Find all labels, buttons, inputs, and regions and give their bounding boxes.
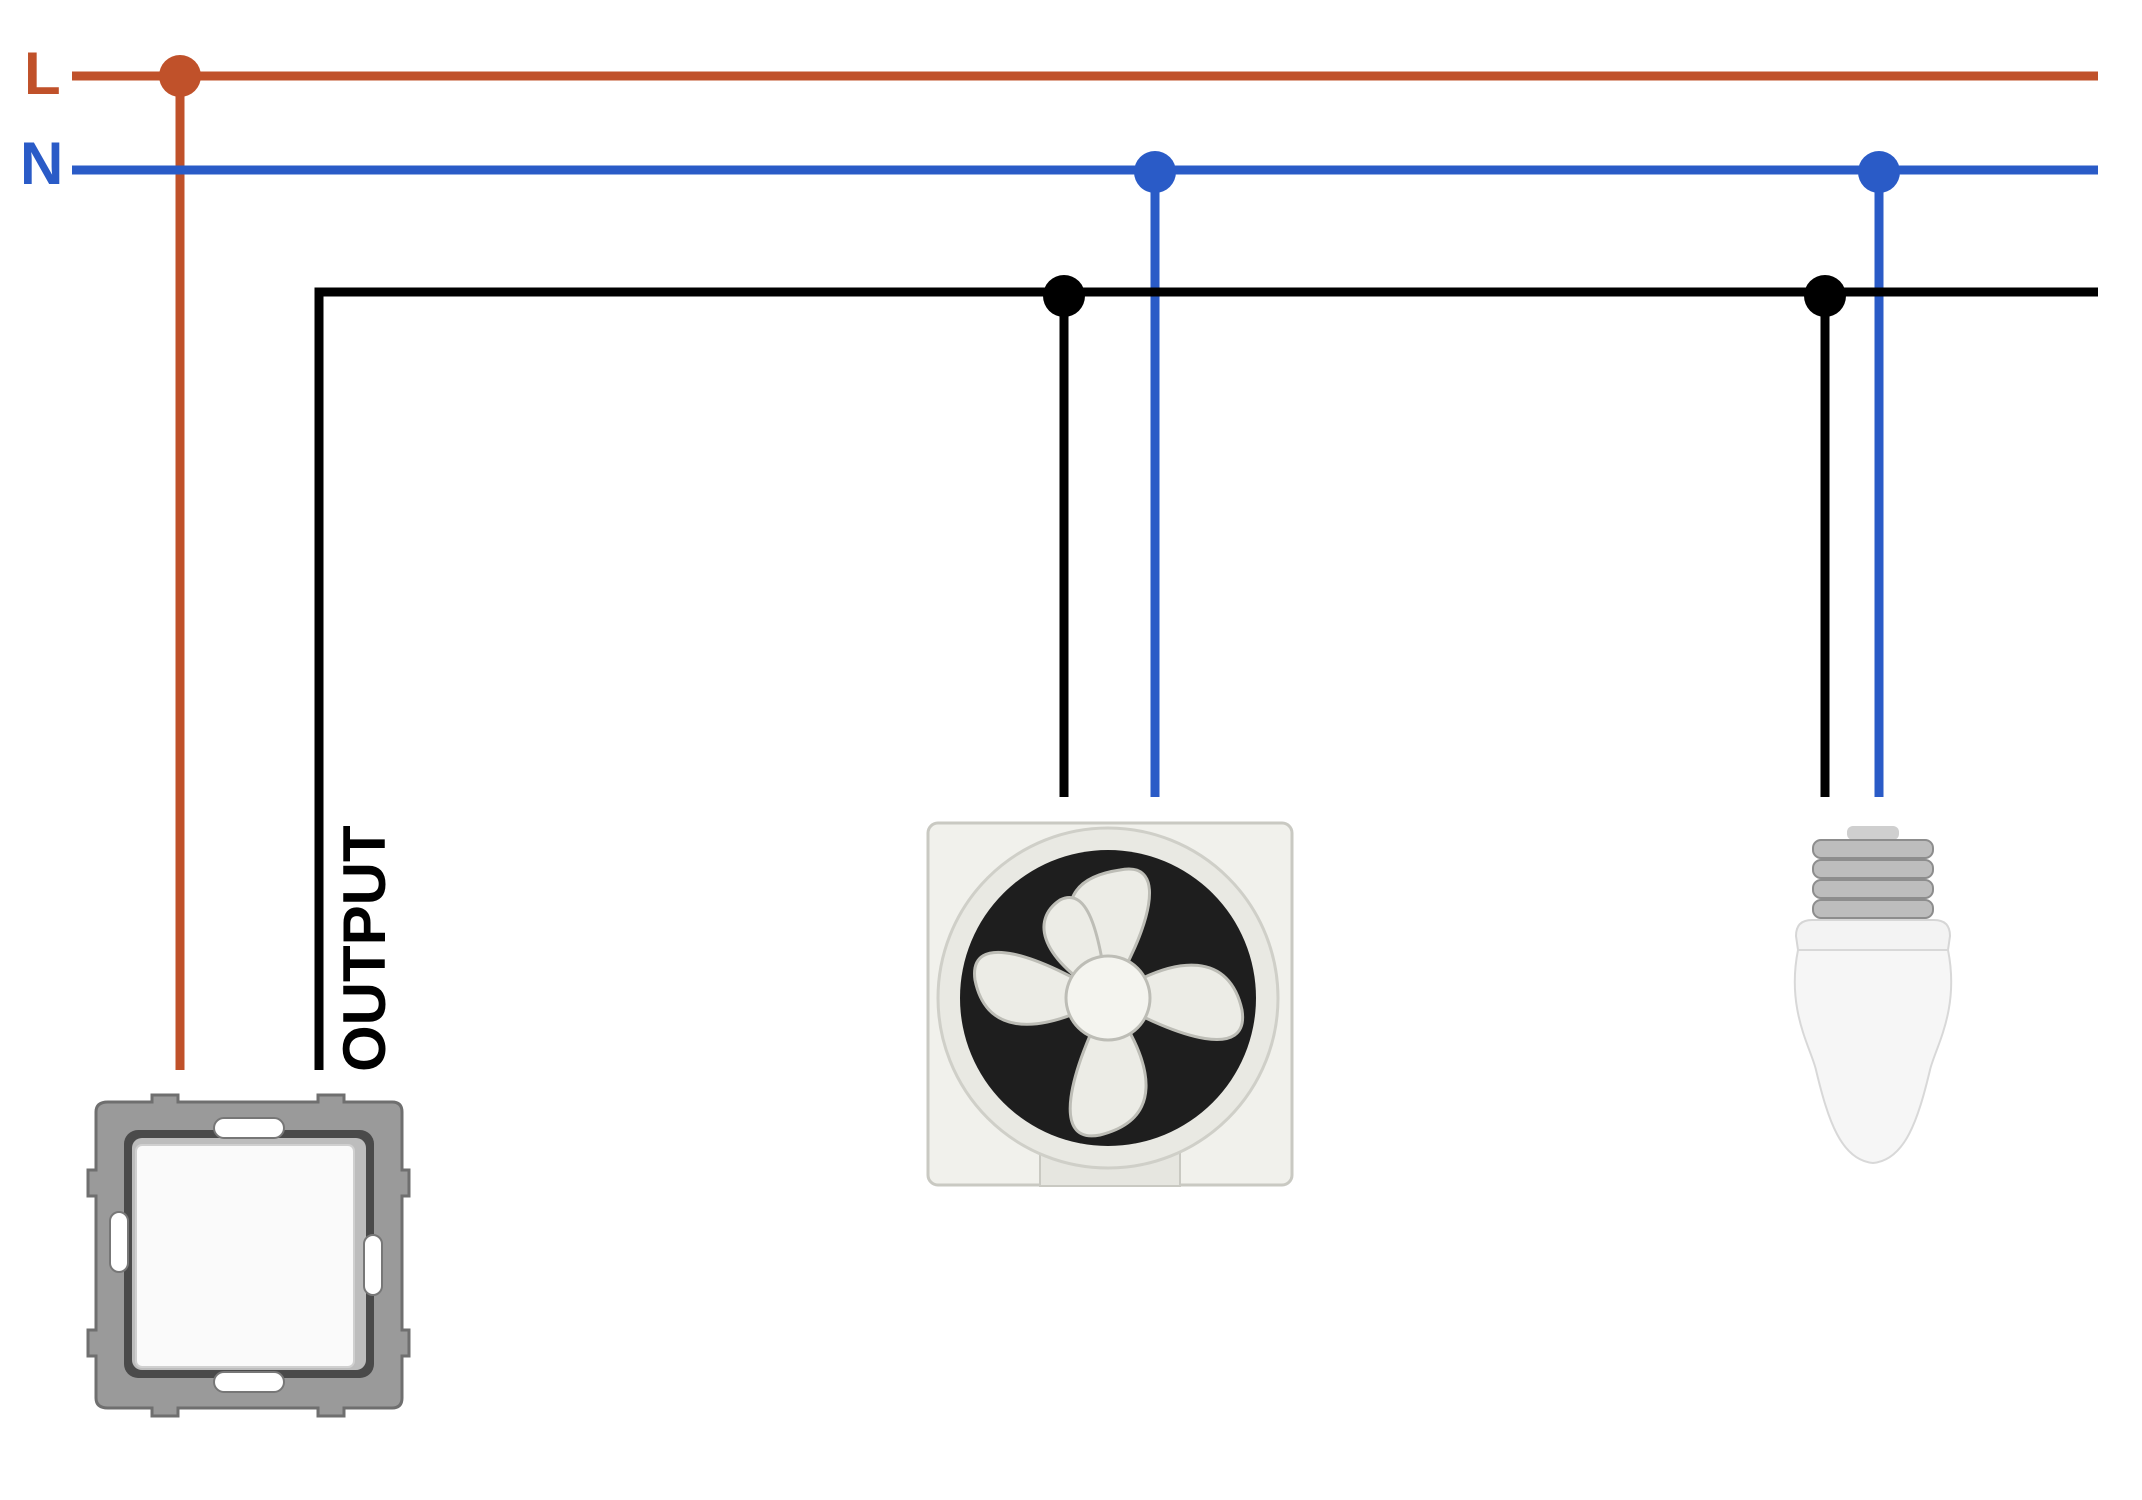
output-wire bbox=[314, 287, 2098, 1070]
neutral-label: N bbox=[20, 130, 63, 197]
live-junction bbox=[159, 55, 201, 97]
neutral-wire bbox=[72, 165, 2098, 797]
led-bulb-icon bbox=[1793, 826, 1953, 1165]
wall-switch-icon bbox=[86, 1093, 411, 1418]
output-junction-fan bbox=[1043, 275, 1085, 317]
neutral-junction-bulb bbox=[1858, 151, 1900, 193]
live-wire bbox=[72, 71, 2098, 1070]
output-junction-bulb bbox=[1804, 275, 1846, 317]
exhaust-fan-icon bbox=[926, 821, 1294, 1187]
output-label: OUTPUT bbox=[331, 825, 398, 1072]
neutral-junction-fan bbox=[1134, 151, 1176, 193]
live-label: L bbox=[24, 40, 61, 107]
